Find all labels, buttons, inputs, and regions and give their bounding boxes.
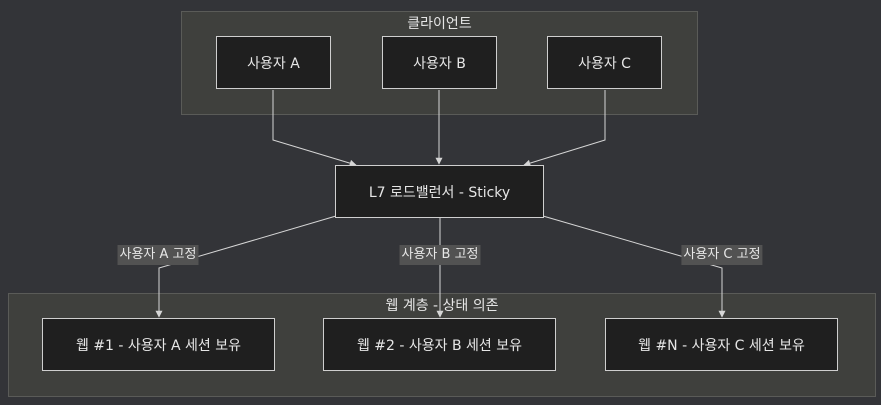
- node-web-2[interactable]: 웹 #2 - 사용자 B 세션 보유: [323, 318, 556, 371]
- web-cluster-title: 웹 계층 - 상태 의존: [385, 298, 499, 314]
- node-web-n[interactable]: 웹 #N - 사용자 C 세션 보유: [605, 318, 838, 371]
- node-user-a[interactable]: 사용자 A: [216, 36, 331, 89]
- node-load-balancer[interactable]: L7 로드밸런서 - Sticky: [335, 165, 544, 218]
- edge-label-fix-a: 사용자 A 고정: [117, 245, 199, 265]
- node-user-b[interactable]: 사용자 B: [382, 36, 497, 89]
- node-user-c[interactable]: 사용자 C: [547, 36, 662, 89]
- edge-label-fix-c: 사용자 C 고정: [681, 245, 763, 265]
- edge-label-fix-b: 사용자 B 고정: [399, 245, 481, 265]
- node-web-1[interactable]: 웹 #1 - 사용자 A 세션 보유: [42, 318, 275, 371]
- client-cluster-title: 클라이언트: [407, 16, 472, 32]
